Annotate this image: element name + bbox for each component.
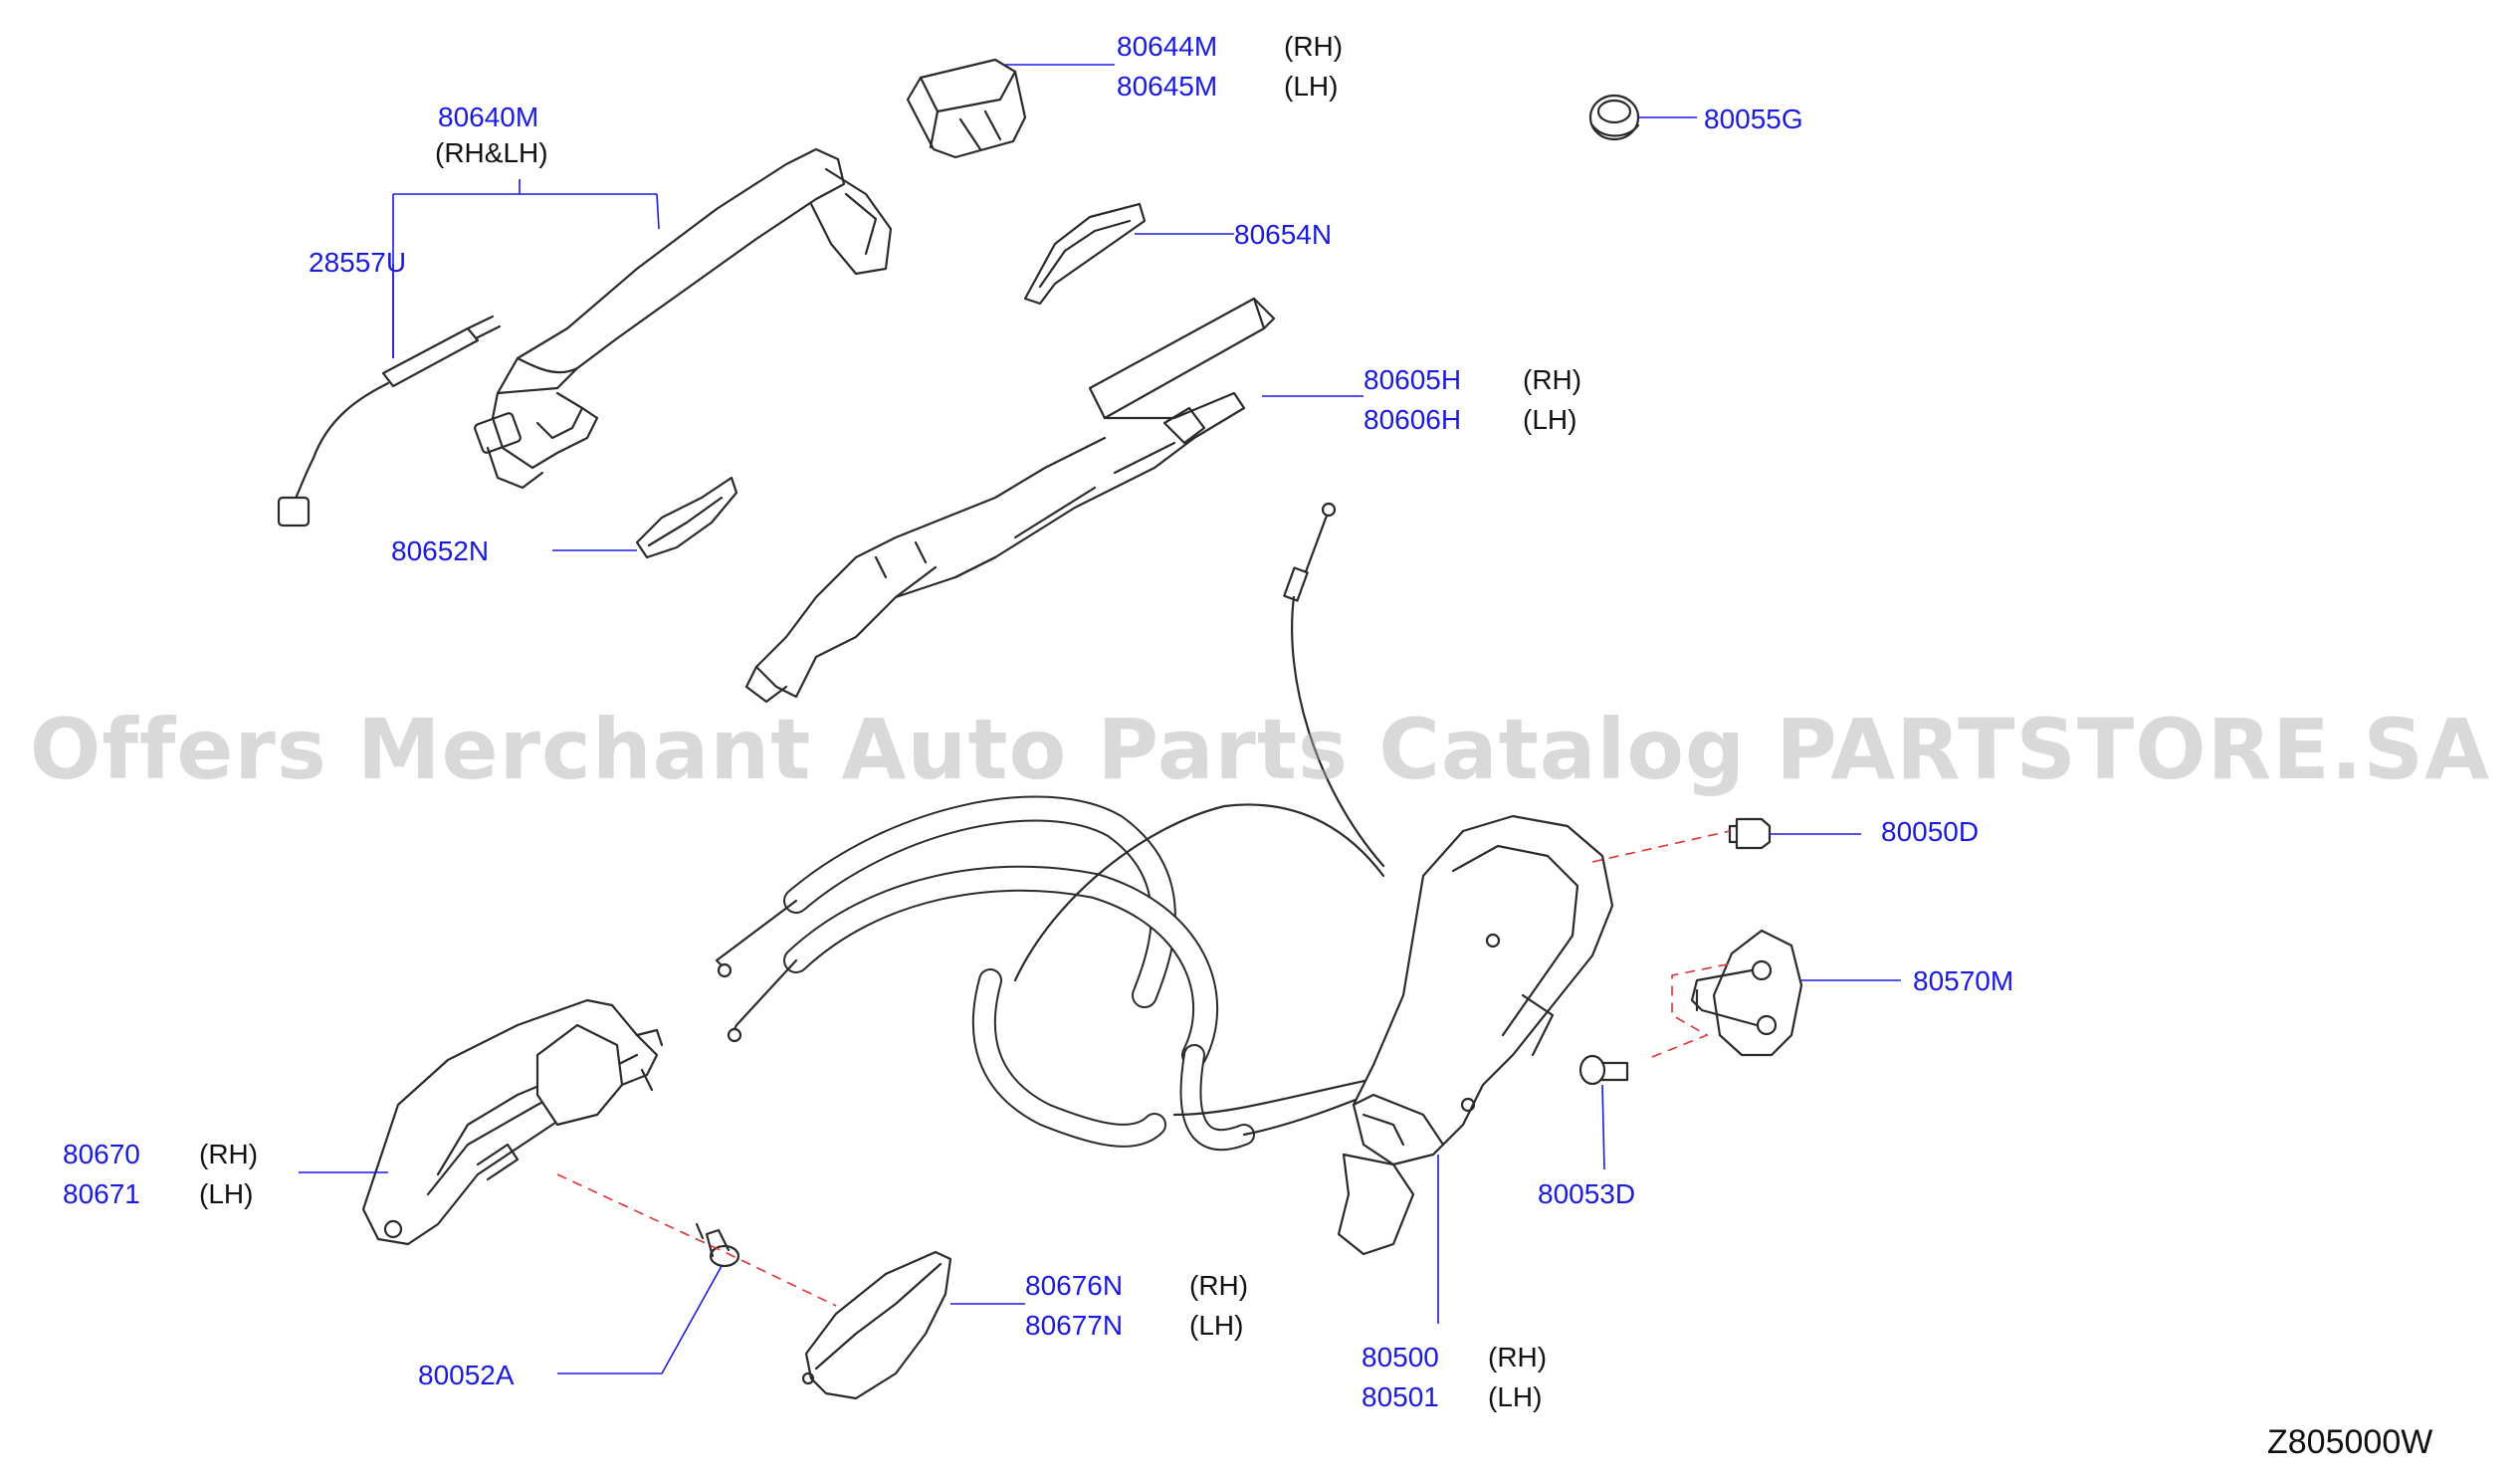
callout-80500-side: (RH) — [1488, 1342, 1548, 1372]
gasket-rear-drawing — [635, 476, 738, 559]
callout-80606h-side: (LH) — [1523, 404, 1577, 435]
callout-80605h[interactable]: 80605H — [1364, 364, 1462, 395]
callout-80677n-side: (LH) — [1189, 1310, 1244, 1341]
callout-80052a[interactable]: 80052A — [418, 1360, 515, 1390]
callout-80570m[interactable]: 80570M — [1913, 965, 2014, 996]
handle-cap-drawing — [906, 58, 1027, 159]
callout-80050d[interactable]: 80050D — [1881, 816, 1980, 847]
callout-80644m-side: (RH) — [1284, 31, 1344, 62]
callout-80640m-side: (RH&LH) — [435, 137, 548, 168]
callout-80670-side: (RH) — [199, 1139, 259, 1169]
door-lock-drawing — [1337, 814, 1614, 1256]
watermark: Offers Merchant Auto Parts Catalog PARTS… — [29, 701, 2491, 798]
callout-80676n-side: (RH) — [1189, 1270, 1249, 1301]
alignment-lines — [556, 830, 1733, 1307]
outer-handle-drawing — [474, 147, 893, 490]
callout-28557u[interactable]: 28557U — [309, 247, 407, 278]
callout-80677n[interactable]: 80677N — [1025, 1310, 1124, 1341]
callout-80640m[interactable]: 80640M — [438, 102, 539, 132]
callout-80654n[interactable]: 80654N — [1234, 219, 1333, 250]
bolt-upper-drawing — [1728, 817, 1772, 850]
callout-80606h[interactable]: 80606H — [1364, 404, 1462, 435]
striker-drawing — [1690, 929, 1803, 1057]
bolt-lower-drawing — [1578, 1054, 1629, 1086]
callout-80605h-side: (RH) — [1523, 364, 1582, 395]
callout-80055g[interactable]: 80055G — [1704, 104, 1803, 134]
cable-assembly-drawing — [715, 795, 1395, 1152]
diagram-code: Z805000W — [2267, 1423, 2433, 1461]
callout-80652n[interactable]: 80652N — [391, 535, 490, 566]
callout-80671[interactable]: 80671 — [63, 1178, 140, 1209]
callout-80676n[interactable]: 80676N — [1025, 1270, 1124, 1301]
callout-80644m[interactable]: 80644M — [1117, 31, 1218, 62]
callout-80053d[interactable]: 80053D — [1538, 1178, 1636, 1209]
callout-80645m-side: (LH) — [1284, 71, 1339, 102]
plug-drawing — [1588, 94, 1640, 141]
handle-bracket-drawing — [744, 297, 1276, 704]
inner-handle-drawing — [361, 998, 664, 1246]
inner-escutcheon-drawing — [801, 1250, 952, 1400]
callout-80670[interactable]: 80670 — [63, 1139, 140, 1169]
callout-80500[interactable]: 80500 — [1362, 1342, 1439, 1372]
lock-rod-cable-drawing — [1283, 502, 1385, 868]
callout-80501-side: (LH) — [1488, 1381, 1543, 1412]
screw-drawing — [695, 1222, 740, 1268]
callout-80671-side: (LH) — [199, 1178, 254, 1209]
callout-80501[interactable]: 80501 — [1362, 1381, 1439, 1412]
gasket-front-drawing — [1023, 202, 1147, 306]
sensor-cable-drawing — [277, 315, 502, 528]
callout-80645m[interactable]: 80645M — [1117, 71, 1218, 102]
leader-lines — [299, 64, 1901, 1374]
